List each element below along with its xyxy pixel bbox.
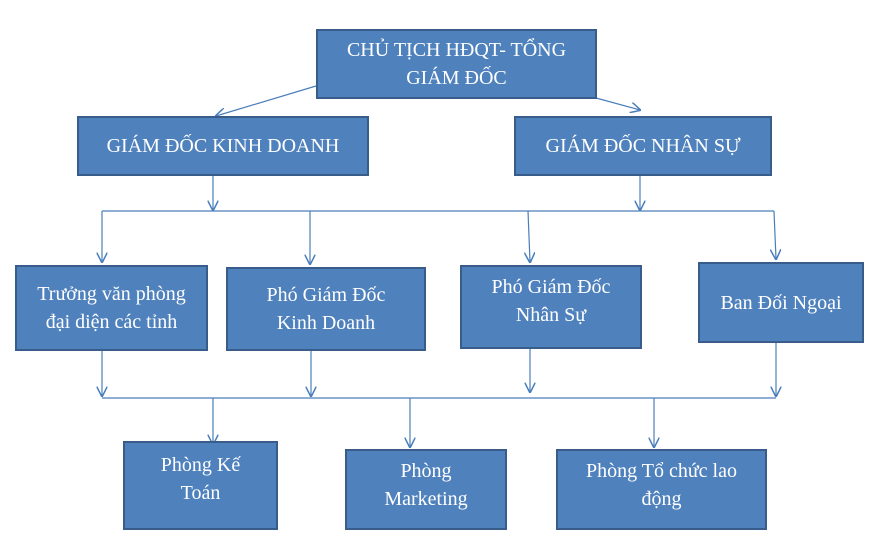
deputy-business-label: Phó Giám Đốc Kinh Doanh	[266, 284, 386, 334]
accounting-label: Phòng Kế Toán	[160, 454, 241, 504]
arrow-bus-to-external-relations	[774, 210, 776, 259]
ceo-box: CHỦ TỊCH HĐQT- TỔNG GIÁM ĐỐC	[316, 29, 597, 99]
labor-org-label: Phòng Tổ chức lao động	[585, 460, 737, 510]
regional-office-label: Trưởng văn phòng đại diện các tỉnh	[37, 283, 186, 333]
marketing-box: Phòng Marketing	[345, 449, 507, 530]
accounting-box: Phòng Kế Toán	[123, 441, 278, 530]
arrow-bus-to-deputy-hr	[528, 210, 530, 262]
external-relations-label: Ban Đối Ngoại	[720, 291, 842, 314]
deputy-hr-box: Phó Giám Đốc Nhân Sự	[460, 265, 642, 349]
business-director-label: GIÁM ĐỐC KINH DOANH	[106, 135, 340, 157]
business-director-box: GIÁM ĐỐC KINH DOANH	[77, 116, 369, 176]
labor-org-box: Phòng Tổ chức lao động	[556, 449, 767, 530]
arrow-ceo-to-hr-director	[595, 97, 640, 110]
hr-director-label: GIÁM ĐỐC NHÂN SỰ	[545, 135, 741, 157]
deputy-hr-label: Phó Giám Đốc Nhân Sự	[491, 276, 611, 326]
regional-office-box: Trưởng văn phòng đại diện các tỉnh	[15, 265, 208, 351]
arrow-ceo-to-business-director	[216, 85, 317, 116]
deputy-business-box: Phó Giám Đốc Kinh Doanh	[226, 267, 426, 351]
hr-director-box: GIÁM ĐỐC NHÂN SỰ	[514, 116, 772, 176]
marketing-label: Phòng Marketing	[384, 460, 468, 510]
ceo-label: CHỦ TỊCH HĐQT- TỔNG GIÁM ĐỐC	[346, 39, 567, 89]
external-relations-box: Ban Đối Ngoại	[698, 262, 864, 343]
